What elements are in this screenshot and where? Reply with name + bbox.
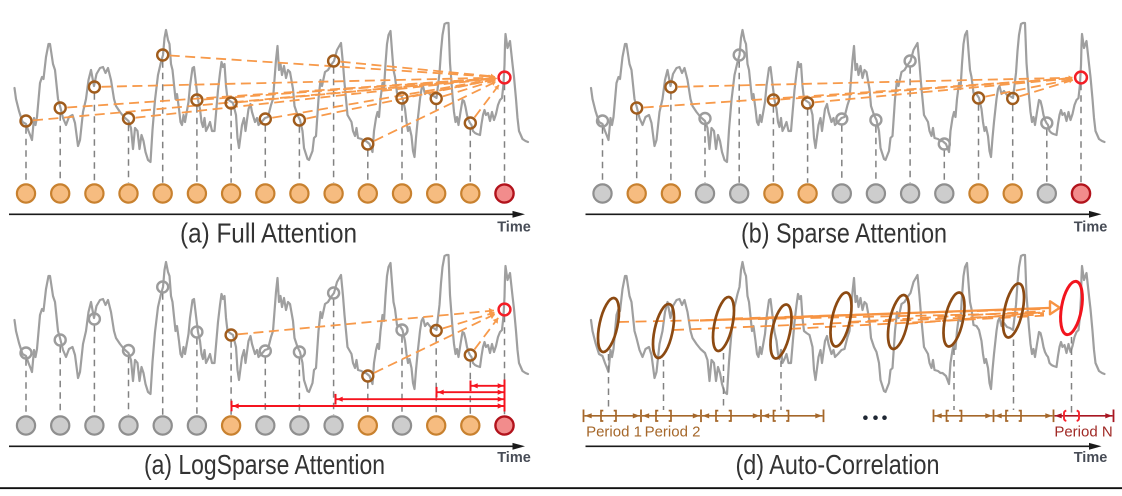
svg-text:(a) Full Attention: (a) Full Attention [180, 218, 357, 249]
svg-text:(a) LogSparse Attention: (a) LogSparse Attention [144, 449, 385, 480]
svg-text:Period 2: Period 2 [645, 424, 701, 441]
svg-text:Time: Time [1074, 450, 1108, 466]
svg-text:Time: Time [1074, 220, 1108, 236]
svg-text:Period N: Period N [1054, 424, 1112, 441]
svg-text:Period 1: Period 1 [586, 424, 642, 441]
svg-text:(d) Auto-Correlation: (d) Auto-Correlation [736, 449, 940, 480]
svg-text:Time: Time [497, 450, 531, 466]
svg-text:(b) Sparse Attention: (b) Sparse Attention [741, 218, 947, 249]
svg-text:Time: Time [497, 220, 531, 236]
